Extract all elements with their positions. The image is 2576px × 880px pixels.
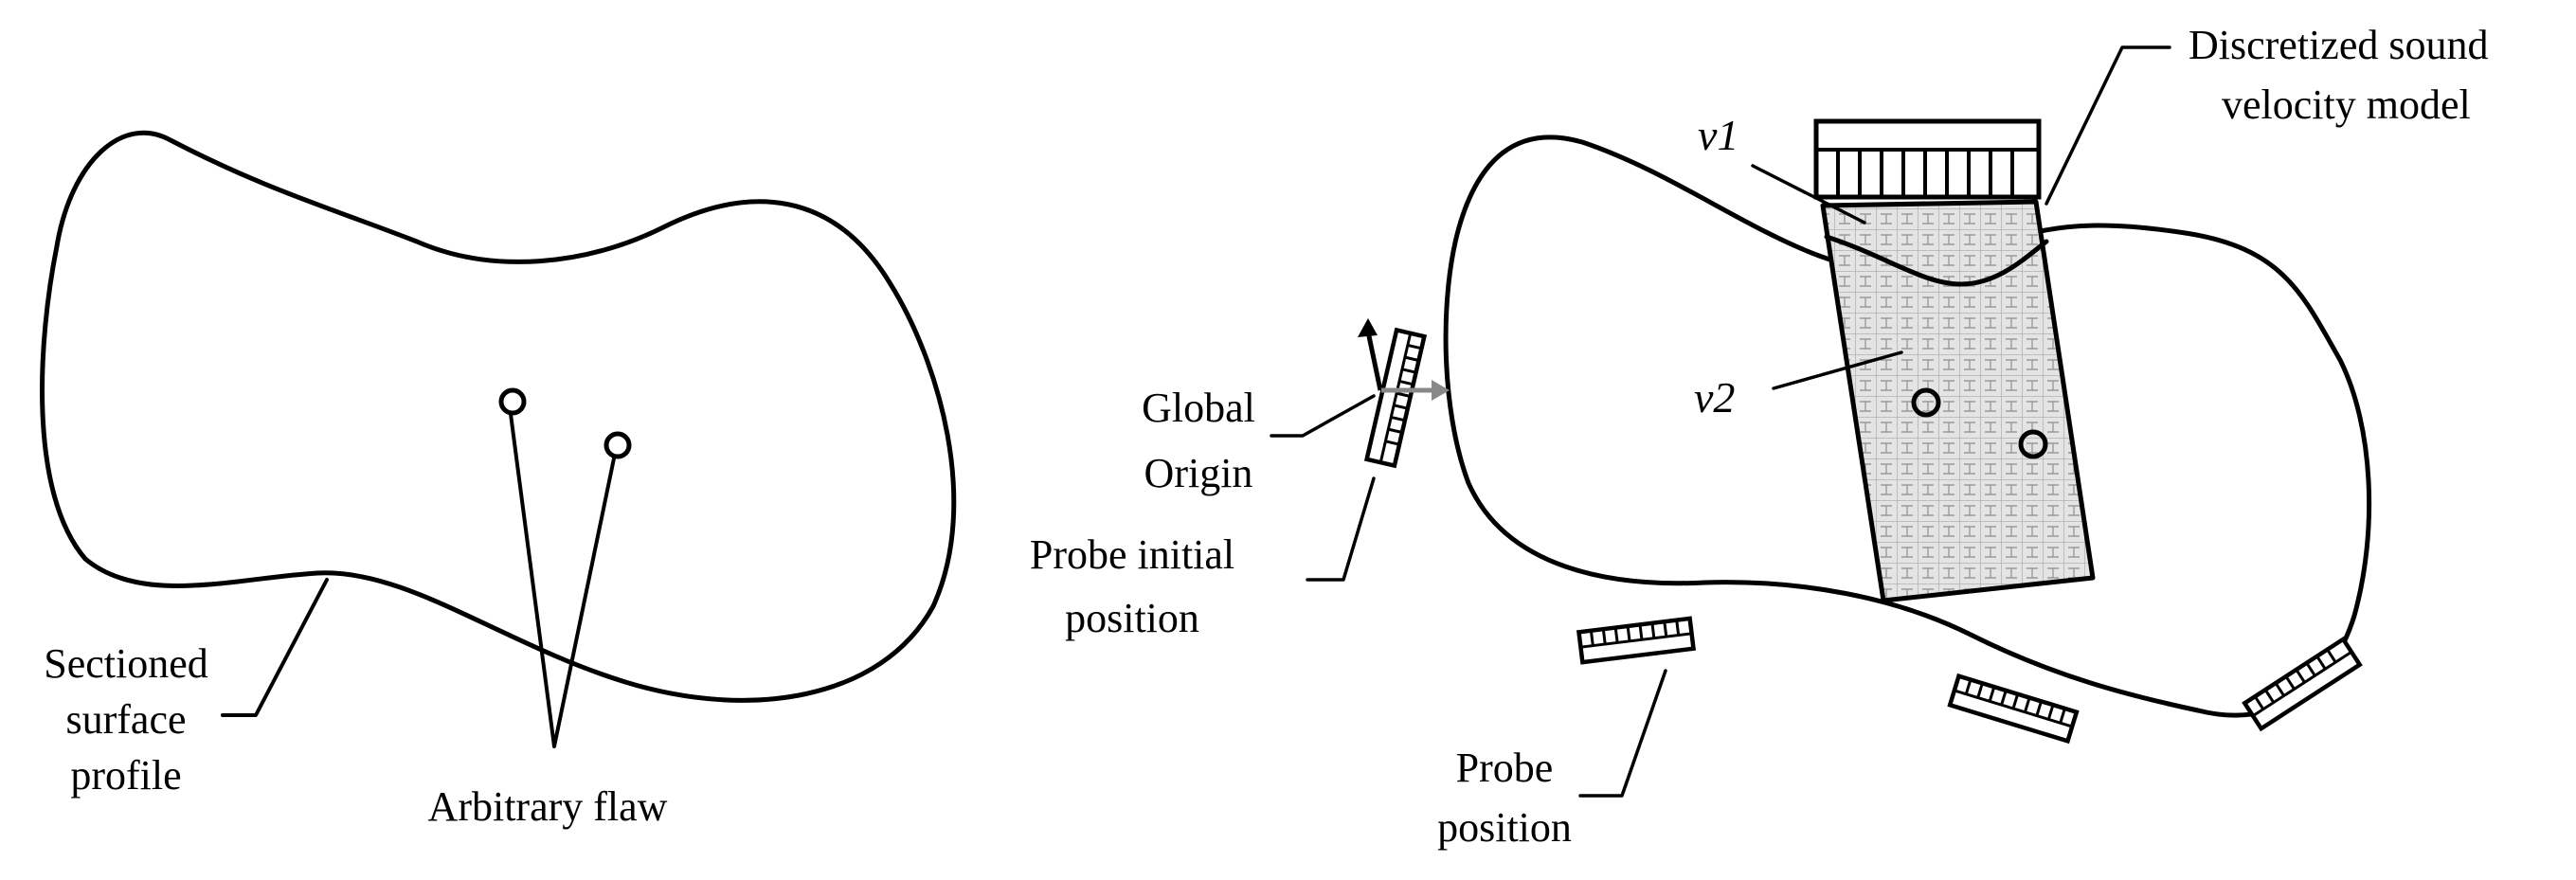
sectioned-surface-profile-left <box>40 130 957 703</box>
model-probe-elements <box>1836 150 2014 197</box>
v2-label: v2 <box>1694 373 1735 422</box>
surface-profile-label-line3: profile <box>70 752 181 799</box>
initial-probe <box>1363 327 1428 469</box>
probe-position-leader-line <box>1578 669 1667 798</box>
v2-leader-line <box>1772 350 1903 390</box>
velocity-model-label-line1: Discretized sound <box>2189 22 2488 68</box>
flaw-marker-4 <box>2018 429 2048 459</box>
velocity-model-block <box>1813 118 2096 603</box>
probe-position-label-line2: position <box>1437 804 1572 851</box>
probe-initial-leader-line <box>1306 476 1376 582</box>
v1-leader-line <box>1751 164 1866 224</box>
surface-profile-leader-line <box>221 578 329 717</box>
global-origin-leader-line <box>1270 394 1376 438</box>
probe-position-2 <box>1947 673 2080 745</box>
v1-v2-interface <box>1824 234 2049 287</box>
flaw-leader-line <box>509 412 616 748</box>
probe-initial-label-line2: position <box>1065 595 1199 641</box>
global-origin-label-line2: Origin <box>1144 450 1253 496</box>
model-probe-array <box>1813 118 2042 200</box>
velocity-model-label-line2: velocity model <box>2222 81 2471 128</box>
probe-position-3 <box>2242 636 2363 732</box>
velocity-grid <box>1820 199 2096 603</box>
flaw-marker-2 <box>603 431 632 459</box>
flaw-marker-1 <box>498 387 527 416</box>
flaw-marker-3 <box>1911 387 1941 418</box>
probe-position-label-line1: Probe <box>1456 745 1554 791</box>
left-panel: Sectioned surface profile Arbitrary flaw <box>40 130 957 830</box>
surface-profile-label-line1: Sectioned <box>44 640 208 687</box>
probe-position-1 <box>1576 616 1697 665</box>
right-panel: v1 v2 Discretized sound velocity model <box>1030 22 2489 851</box>
velocity-model-leader-line <box>2045 45 2171 206</box>
arbitrary-flaw-label: Arbitrary flaw <box>428 783 668 830</box>
global-origin-label-line1: Global <box>1142 385 1255 431</box>
probe-initial-label-line1: Probe initial <box>1030 531 1234 578</box>
v1-label: v1 <box>1698 111 1738 159</box>
global-origin-axes <box>1358 318 1450 401</box>
surface-profile-label-line2: surface <box>65 696 186 743</box>
